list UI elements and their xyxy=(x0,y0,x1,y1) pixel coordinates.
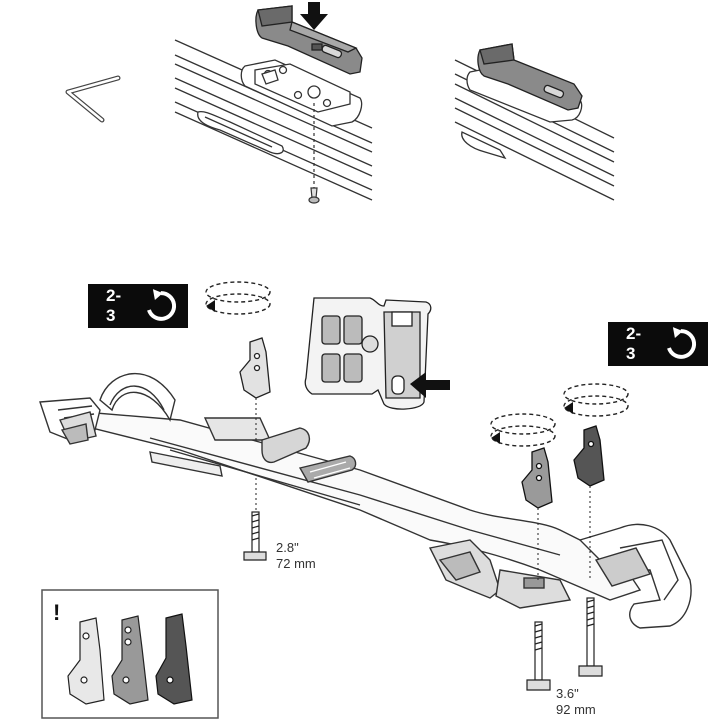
rotation-arrowheads xyxy=(206,300,573,444)
guide-lines xyxy=(255,398,591,580)
bolt-long-2 xyxy=(578,597,603,677)
knob-darkest xyxy=(573,425,605,487)
badge-label: 2-3 xyxy=(626,324,642,363)
rotation-badge-left: 2-3 xyxy=(88,284,188,328)
bolt-short-inches: 2.8" xyxy=(276,540,299,555)
rotation-path-icon xyxy=(205,281,271,315)
inset-knob-dark xyxy=(155,613,193,705)
inset-knob-light xyxy=(67,617,105,705)
down-arrow-icon xyxy=(300,2,328,30)
t-adapter xyxy=(255,5,363,75)
adapter-plate xyxy=(304,297,432,410)
rotate-clockwise-icon xyxy=(667,327,697,359)
bolt-short-mm: 72 mm xyxy=(276,556,316,571)
bolt-short xyxy=(243,511,267,561)
under-bracket-right xyxy=(461,131,507,160)
under-bracket xyxy=(197,110,284,155)
inset-knob-mid xyxy=(111,615,149,705)
bolt-long-mm: 92 mm xyxy=(556,702,596,717)
screw xyxy=(308,103,320,204)
badge-label: 2-3 xyxy=(106,286,122,325)
bike-carrier-rail xyxy=(39,372,692,629)
bolt-long-inches: 3.6" xyxy=(556,686,579,701)
bolt-long-1 xyxy=(526,621,551,691)
rotation-path-icon xyxy=(490,383,629,447)
rotation-badge-right: 2-3 xyxy=(608,322,708,366)
roof-bar-left xyxy=(174,39,373,201)
inset-warning: ! xyxy=(53,600,61,625)
t-adapter-right xyxy=(477,43,583,111)
rotate-clockwise-icon xyxy=(147,289,177,321)
bolt-long-dimension: 3.6" 92 mm xyxy=(556,686,596,718)
bolt-short-dimension: 2.8" 72 mm xyxy=(276,540,316,572)
base-plate xyxy=(240,59,363,127)
knob-light xyxy=(239,337,271,399)
knob-dark xyxy=(521,447,553,509)
left-arrow-icon xyxy=(410,372,450,398)
